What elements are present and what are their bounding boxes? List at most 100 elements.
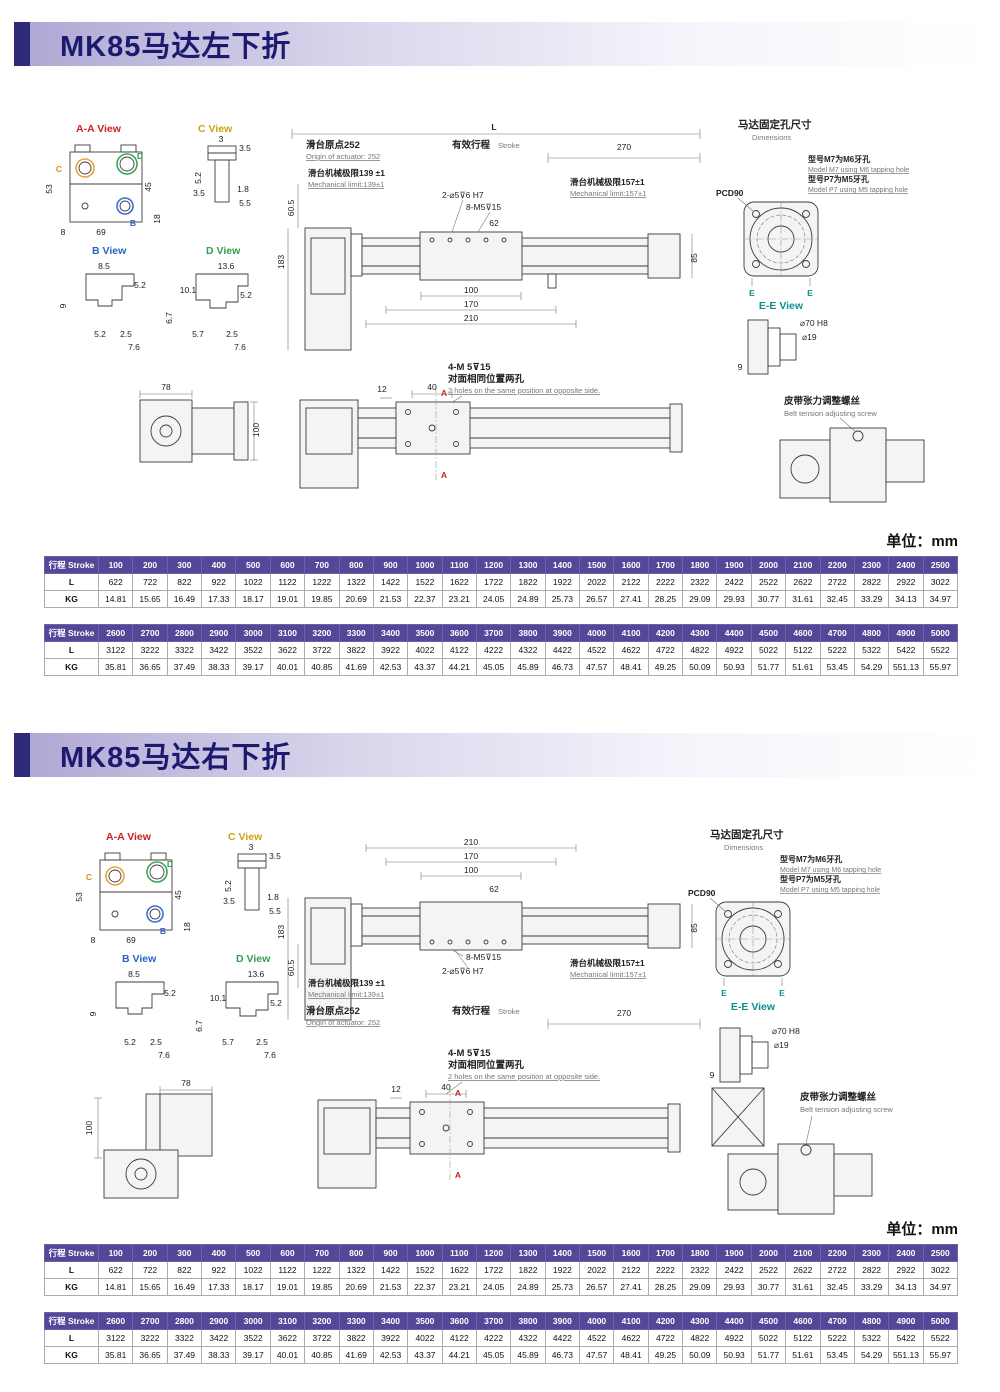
value-cell: 19.01 [269, 590, 306, 608]
technical-drawing-right-fold: A-A View C D B 53 8 69 45 18 C View 3 3.… [74, 828, 894, 1215]
value-cell: 1222 [304, 1261, 340, 1279]
value-cell: 1300 [510, 556, 546, 574]
unit-label: 单位：mm [886, 533, 958, 550]
value-cell: 1100 [441, 556, 477, 574]
value-cell: 40.85 [304, 1346, 340, 1364]
value-cell: 2000 [750, 1244, 787, 1262]
value-cell: 47.57 [579, 1346, 615, 1364]
value-cell: 4100 [613, 624, 649, 642]
dim-60-5: 60.5 [286, 199, 296, 216]
dim-1-8: 1.8 [267, 892, 279, 902]
value-cell: 39.17 [235, 1346, 271, 1364]
b-view-geometry [115, 981, 165, 1015]
value-cell: 17.33 [201, 1278, 237, 1296]
value-cell: 1622 [441, 1261, 477, 1279]
value-cell: 622 [97, 1261, 134, 1279]
dim-2-5: 2.5 [256, 1037, 268, 1047]
main-view-dims [287, 898, 701, 1029]
ee-section-geometry [747, 319, 797, 375]
row-label: 行程 Stroke [44, 624, 99, 642]
value-cell: 822 [166, 573, 203, 591]
row-label: KG [44, 590, 99, 608]
value-cell: 4222 [475, 641, 512, 659]
value-cell: 25.73 [544, 590, 581, 608]
value-cell: 26.57 [579, 590, 615, 608]
value-cell: 54.29 [853, 658, 890, 676]
callout-c: C [56, 164, 62, 174]
dim-9: 9 [738, 362, 743, 372]
dim-210: 210 [464, 837, 478, 847]
dim-7-6: 7.6 [128, 342, 140, 352]
dim-9: 9 [710, 1070, 715, 1080]
value-cell: 39.17 [235, 658, 271, 676]
value-cell: 4922 [716, 641, 752, 659]
title-accent-block [14, 733, 30, 777]
stroke-label-en: Stroke [498, 1007, 520, 1016]
dim-69: 69 [96, 227, 106, 237]
value-cell: 4200 [647, 624, 684, 642]
value-cell: 20.69 [338, 590, 374, 608]
value-cell: 400 [201, 556, 237, 574]
value-cell: 2622 [785, 573, 821, 591]
value-cell: 2022 [579, 573, 615, 591]
value-cell: 29.09 [682, 590, 718, 608]
value-cell: 922 [201, 1261, 237, 1279]
dim-8: 8 [91, 935, 96, 945]
value-cell: 1800 [682, 556, 718, 574]
view-label-ee: E-E View [759, 300, 804, 312]
value-cell: 5422 [888, 1329, 924, 1347]
value-cell: 44.21 [441, 1346, 477, 1364]
opposite-note-en: 2 holes on the same position at opposite… [448, 1072, 600, 1081]
row-label: 行程 Stroke [44, 1312, 99, 1330]
value-cell: 2300 [853, 556, 890, 574]
dim-9: 9 [58, 303, 68, 308]
value-cell: 600 [269, 1244, 306, 1262]
value-cell: 2322 [682, 1261, 718, 1279]
opposite-note-cn: 对面相同位置两孔 [448, 373, 525, 385]
dim-5-7: 5.7 [222, 1037, 234, 1047]
highlight-c-ring [75, 158, 95, 178]
value-cell: 27.41 [613, 590, 649, 608]
hole-callout-2xd5: 2-⌀5⊽6 H7 [442, 190, 484, 200]
value-cell: 50.09 [682, 658, 718, 676]
value-cell: 3322 [166, 1329, 203, 1347]
hole-callout-4xm5: 4-M 5⊽15 [448, 362, 491, 373]
value-cell: 5322 [853, 641, 890, 659]
value-cell: 3200 [304, 1312, 340, 1330]
value-cell: 31.61 [785, 1278, 821, 1296]
row-label: L [44, 573, 99, 591]
value-cell: 1000 [407, 556, 443, 574]
row-label: L [44, 1261, 99, 1279]
main-view-geometry [304, 227, 681, 351]
dim-40: 40 [427, 382, 437, 392]
dim-62: 62 [489, 884, 499, 894]
value-cell: 2600 [97, 624, 134, 642]
section-title-right-fold: MK85马达右下折 [60, 742, 292, 774]
value-cell: 26.57 [579, 1278, 615, 1296]
opposite-leader [445, 1081, 463, 1095]
view-label-b: B View [122, 953, 157, 965]
callout-c: C [86, 872, 92, 882]
top-view-geometry [299, 386, 683, 489]
c-view-geometry [237, 853, 267, 911]
value-cell: 53.45 [819, 1346, 855, 1364]
value-cell: 4122 [441, 641, 477, 659]
value-cell: 4700 [819, 1312, 855, 1330]
value-cell: 1722 [475, 573, 512, 591]
value-cell: 4400 [716, 624, 752, 642]
value-cell: 17.33 [201, 590, 237, 608]
hole-callout-2xd5: 2-⌀5⊽6 H7 [442, 966, 484, 976]
value-cell: 14.81 [97, 1278, 134, 1296]
b-view-geometry [85, 273, 135, 307]
title-accent-block [14, 22, 30, 66]
value-cell: 1500 [579, 1244, 615, 1262]
mech-limit-139-en: Mechanical limit:139±1 [308, 990, 384, 999]
dim-53: 53 [74, 892, 84, 902]
dim-dia70: ⌀70 H8 [772, 1026, 800, 1036]
value-cell: 2000 [750, 556, 787, 574]
value-cell: 1522 [407, 573, 443, 591]
view-label-c: C View [198, 123, 233, 135]
view-label-aa: A-A View [106, 831, 152, 843]
dim-62: 62 [489, 218, 499, 228]
